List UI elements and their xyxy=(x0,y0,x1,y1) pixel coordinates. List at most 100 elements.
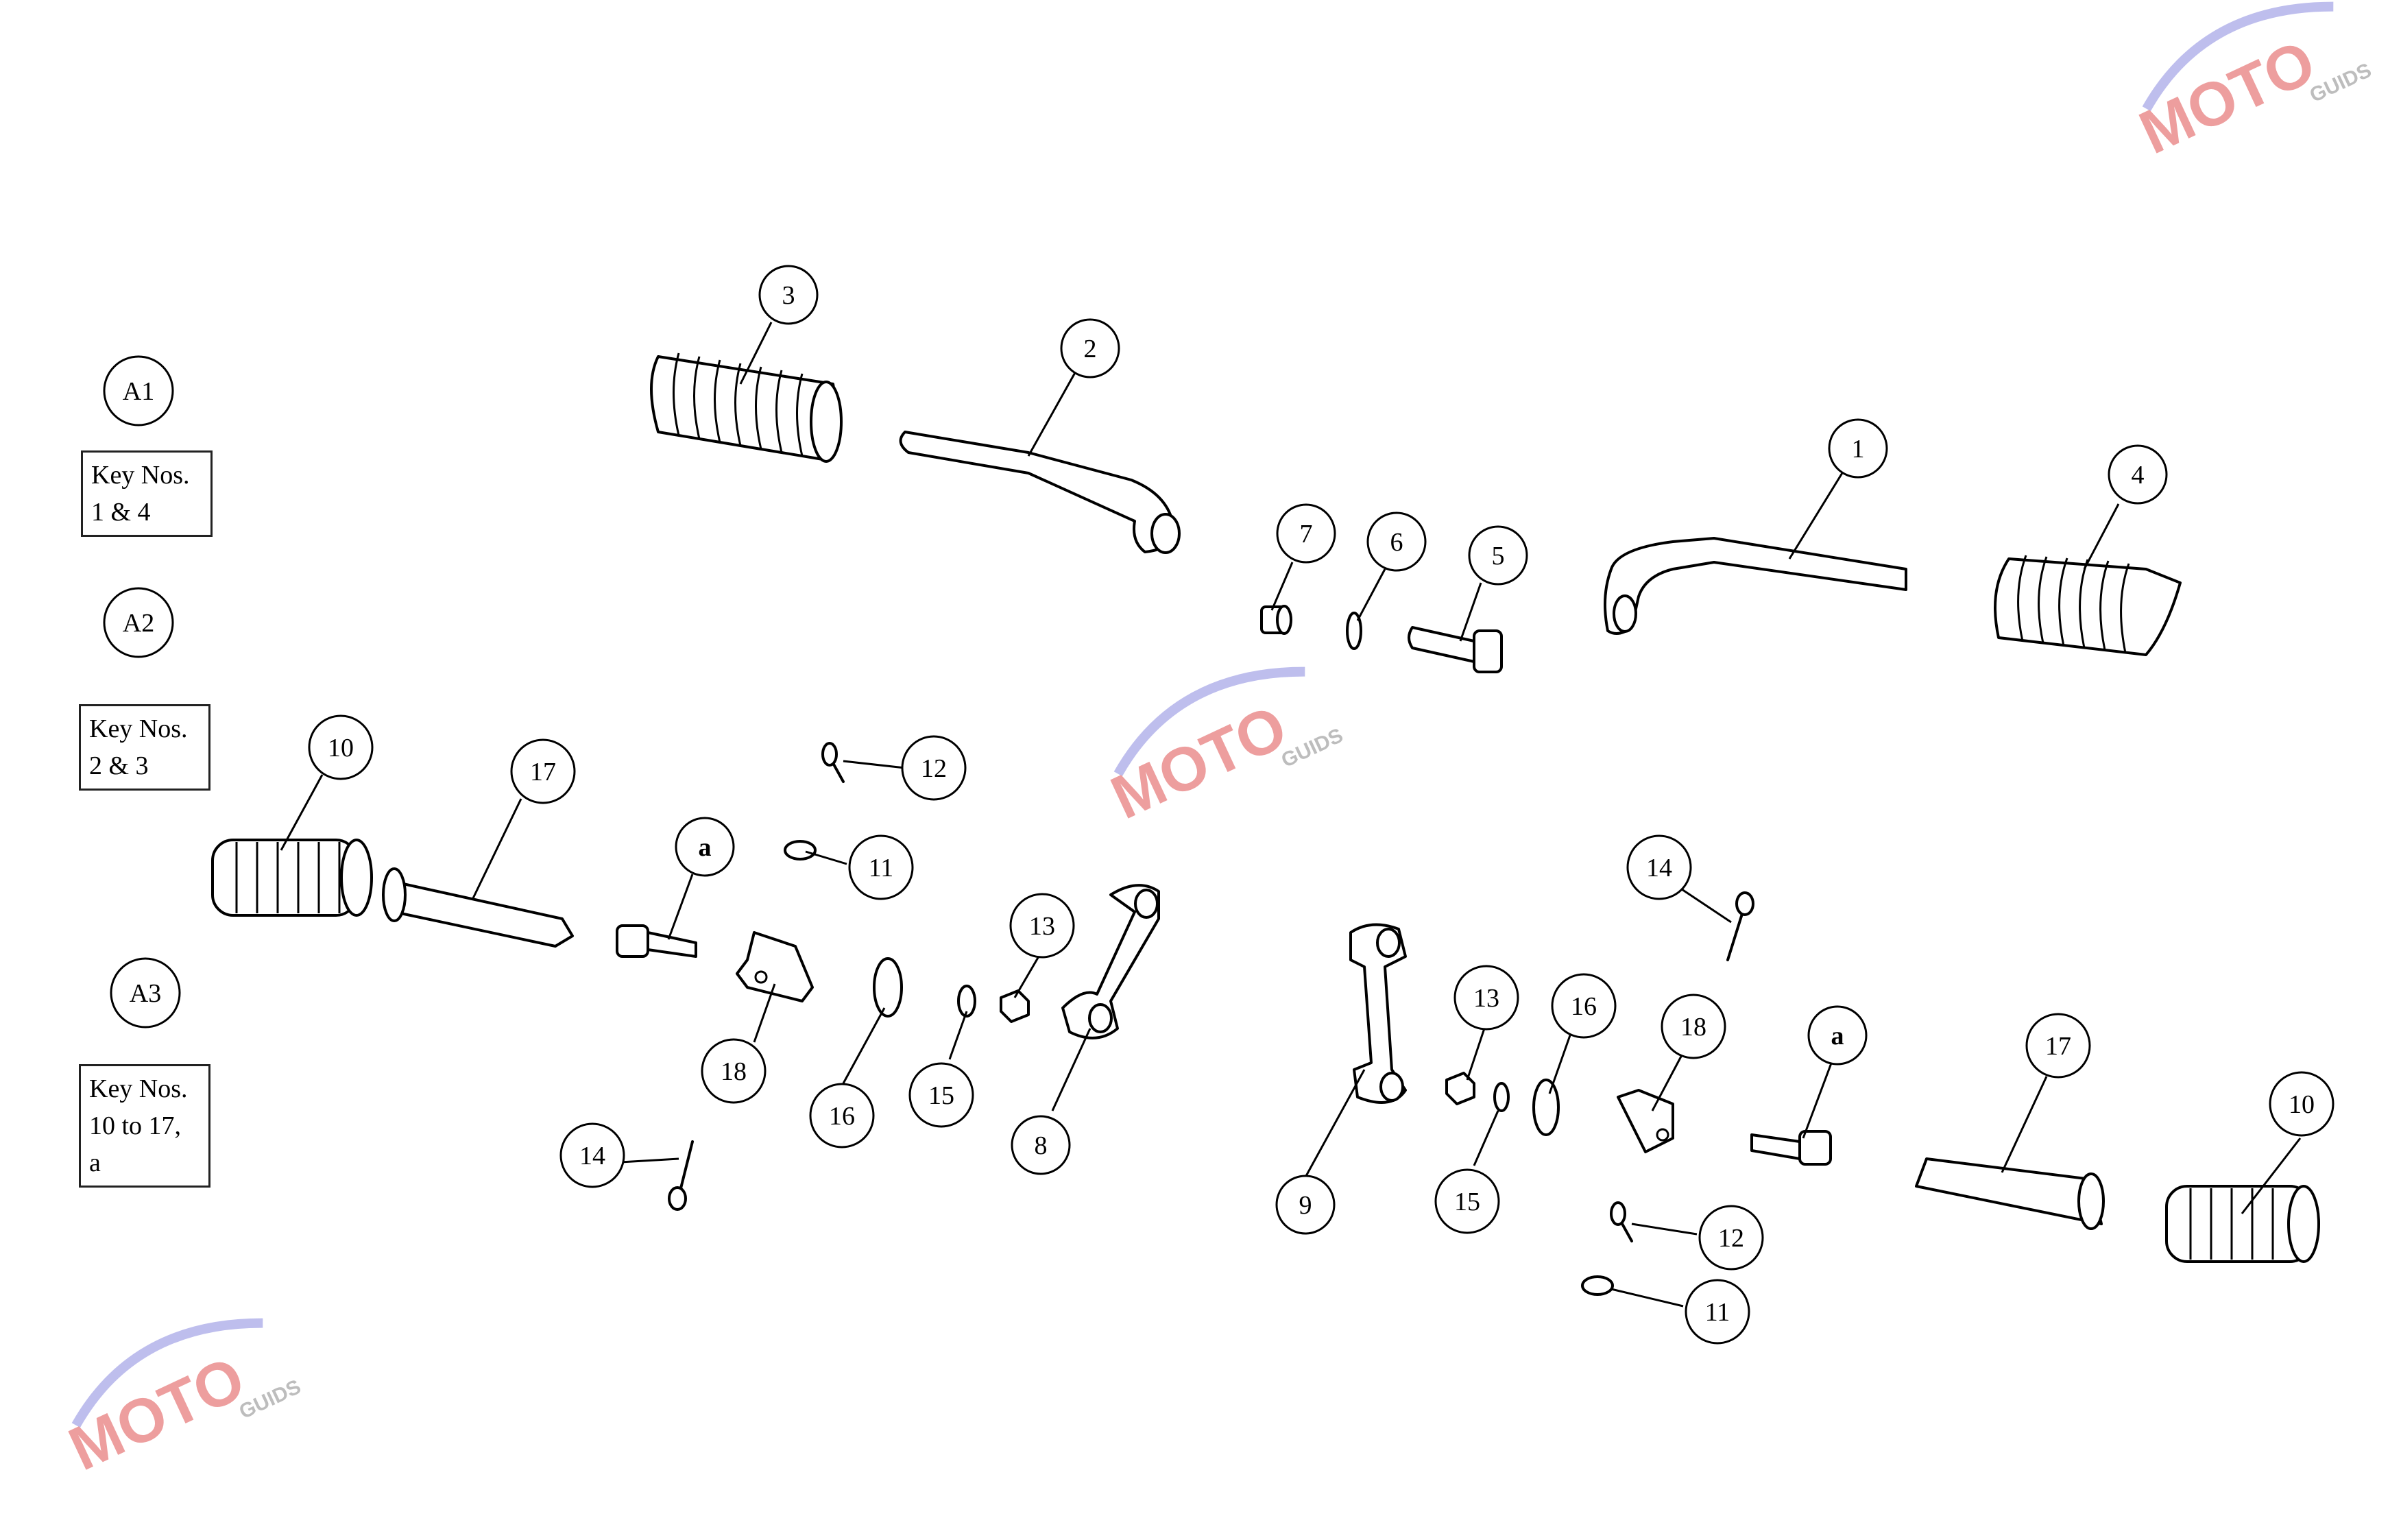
svg-text:15: 15 xyxy=(928,1081,954,1110)
callout-10: 10 xyxy=(308,714,374,780)
part-16-washer-right xyxy=(1532,1079,1560,1136)
svg-text:15: 15 xyxy=(1454,1188,1480,1216)
callout-13: 13 xyxy=(1453,965,1519,1031)
svg-text:12: 12 xyxy=(1718,1224,1744,1253)
callout-12: 12 xyxy=(1698,1205,1764,1271)
watermark-bottom-left: MOTO GUIDS xyxy=(59,1318,304,1484)
key-box-a3: Key Nos. 10 to 17, a xyxy=(79,1064,210,1188)
svg-text:18: 18 xyxy=(1680,1013,1706,1042)
callout-10: 10 xyxy=(2269,1071,2334,1137)
watermark-top-right: MOTO GUIDS xyxy=(2129,1,2375,167)
svg-text:6: 6 xyxy=(1390,528,1403,557)
svg-text:17: 17 xyxy=(530,758,556,786)
svg-text:11: 11 xyxy=(1705,1298,1730,1327)
svg-text:GUIDS: GUIDS xyxy=(1278,724,1347,772)
key-line: 2 & 3 xyxy=(89,751,149,780)
svg-text:a: a xyxy=(699,833,712,862)
part-14-pin-left xyxy=(668,1140,694,1211)
callout-a: a xyxy=(675,817,735,877)
callout-14: 14 xyxy=(559,1122,625,1188)
callout-8: 8 xyxy=(1011,1115,1071,1175)
svg-text:10: 10 xyxy=(328,734,354,762)
callout-14: 14 xyxy=(1626,834,1692,900)
part-18-bracket-right xyxy=(1617,1089,1674,1153)
part-15-spring-washer-right xyxy=(1493,1082,1510,1112)
callout-2: 2 xyxy=(1060,318,1120,378)
svg-text:4: 4 xyxy=(2132,461,2145,490)
section-label-a2: A2 xyxy=(103,587,174,658)
part-4-footrest-rubber xyxy=(1994,555,2182,656)
part-a-bolt-right xyxy=(1750,1130,1832,1166)
part-10-footrest-rubber-right xyxy=(2165,1185,2320,1263)
svg-text:9: 9 xyxy=(1299,1191,1312,1220)
callout-11: 11 xyxy=(1685,1279,1750,1345)
key-line: 1 & 4 xyxy=(91,498,151,527)
key-line: a xyxy=(89,1148,101,1177)
part-13-nut-left xyxy=(1000,989,1030,1023)
svg-text:MOTO: MOTO xyxy=(2129,27,2325,167)
key-line: 10 to 17, xyxy=(89,1111,182,1140)
svg-text:A2: A2 xyxy=(123,609,154,638)
callout-7: 7 xyxy=(1276,503,1336,564)
svg-text:16: 16 xyxy=(1571,992,1597,1021)
svg-text:3: 3 xyxy=(782,281,795,310)
svg-text:5: 5 xyxy=(1492,542,1505,570)
svg-text:2: 2 xyxy=(1084,335,1097,363)
leader-lines xyxy=(280,322,2302,1308)
callout-18: 18 xyxy=(1661,994,1726,1059)
callout-6: 6 xyxy=(1366,512,1427,572)
callout-9: 9 xyxy=(1275,1175,1336,1235)
callout-3: 3 xyxy=(758,265,819,325)
key-line: Key Nos. xyxy=(89,1074,188,1103)
callout-17: 17 xyxy=(2025,1013,2091,1079)
svg-text:11: 11 xyxy=(869,854,894,882)
svg-text:GUIDS: GUIDS xyxy=(2306,59,2375,107)
part-3-footrest-rubber xyxy=(650,352,843,463)
key-line: Key Nos. xyxy=(89,714,188,743)
key-line: Key Nos. xyxy=(91,461,190,490)
callout-4: 4 xyxy=(2108,444,2168,505)
part-5-pivot-bolt xyxy=(1408,626,1503,673)
callout-12: 12 xyxy=(901,735,967,801)
part-6-circlip xyxy=(1346,612,1362,650)
callout-16: 16 xyxy=(1551,973,1617,1039)
svg-text:13: 13 xyxy=(1029,912,1055,941)
section-label-a3: A3 xyxy=(110,957,181,1028)
svg-text:10: 10 xyxy=(2289,1090,2315,1119)
svg-text:8: 8 xyxy=(1035,1131,1048,1160)
svg-text:16: 16 xyxy=(829,1102,855,1131)
section-label-a1: A1 xyxy=(103,355,174,426)
svg-text:MOTO: MOTO xyxy=(1101,693,1296,832)
part-12-clip-pin-right xyxy=(1610,1201,1633,1242)
part-13-nut-right xyxy=(1445,1072,1475,1105)
callout-13: 13 xyxy=(1009,893,1075,959)
callout-5: 5 xyxy=(1468,525,1528,586)
callout-18: 18 xyxy=(701,1038,767,1104)
svg-text:a: a xyxy=(1831,1022,1844,1050)
callout-a: a xyxy=(1807,1005,1868,1066)
svg-text:14: 14 xyxy=(1646,854,1672,882)
svg-text:14: 14 xyxy=(579,1142,605,1170)
svg-text:7: 7 xyxy=(1300,520,1313,549)
part-11-washer-left xyxy=(784,840,817,861)
svg-text:17: 17 xyxy=(2045,1032,2071,1061)
watermark-center: MOTO GUIDS xyxy=(1101,666,1347,832)
part-11-washer-right xyxy=(1581,1275,1614,1296)
part-10-footrest-rubber-left xyxy=(211,839,373,917)
svg-text:A3: A3 xyxy=(130,979,161,1008)
part-17-footrest-right xyxy=(1915,1157,2105,1230)
part-8-link-rod xyxy=(1061,884,1160,1039)
svg-text:1: 1 xyxy=(1852,435,1865,464)
part-1-footrest-arm xyxy=(1604,537,1907,635)
part-18-bracket-left xyxy=(736,931,814,1002)
svg-text:A1: A1 xyxy=(123,377,154,406)
callout-16: 16 xyxy=(809,1083,875,1148)
svg-text:13: 13 xyxy=(1473,984,1499,1013)
svg-text:18: 18 xyxy=(721,1057,747,1086)
part-15-spring-washer-left xyxy=(957,985,976,1018)
svg-text:GUIDS: GUIDS xyxy=(236,1375,304,1423)
part-9-link-rod xyxy=(1349,923,1407,1104)
svg-text:12: 12 xyxy=(921,754,947,783)
part-16-washer-left xyxy=(873,957,903,1018)
part-12-clip-pin-left xyxy=(821,742,845,783)
